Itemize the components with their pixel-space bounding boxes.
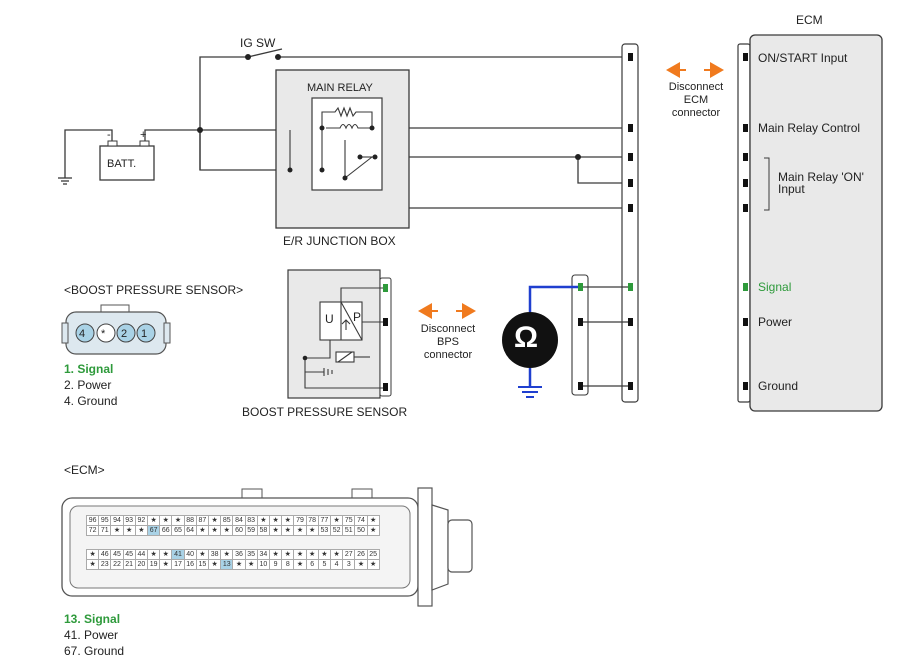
bps-symbol-u: U xyxy=(325,312,334,326)
ecm-pin-cell: ★ xyxy=(293,559,307,570)
junction-box-label: E/R JUNCTION BOX xyxy=(283,234,396,248)
ecm-pin-cell: 23 xyxy=(98,559,112,570)
battery-label: BATT. xyxy=(107,158,137,170)
disconnect-bps-label: Disconnect BPS connector xyxy=(420,323,476,361)
battery-plus-label: + xyxy=(140,129,147,141)
ig-switch-label: IG SW xyxy=(240,36,276,50)
harness-pins xyxy=(628,53,633,390)
bps-pin-signal: 1. Signal xyxy=(64,362,114,376)
ecm-pin-cell: 59 xyxy=(244,525,258,536)
battery-icon xyxy=(99,145,155,181)
bps-pin-4: 4 xyxy=(79,328,86,340)
bps-pin-ground: 4. Ground xyxy=(64,394,118,408)
ecm-pin-cell: 16 xyxy=(183,559,197,570)
disconnect-ecm-label: Disconnect ECM connector xyxy=(668,81,724,119)
ecm-pin-cell: ★ xyxy=(195,525,209,536)
ground-icon xyxy=(518,386,542,398)
ecm-harness-connector xyxy=(621,43,639,403)
ecm-module xyxy=(749,34,883,412)
ecm-pin-cell: ★ xyxy=(281,525,295,536)
bps-harness-connector xyxy=(571,274,589,396)
wire-batt-ground xyxy=(64,129,113,178)
ecm-pin-cell: 10 xyxy=(256,559,270,570)
ecm-pin-cell: ★ xyxy=(159,559,173,570)
ecm-connector-drawing xyxy=(61,487,473,607)
ohm-symbol: Ω xyxy=(514,321,539,354)
ecm-pin-cell: 15 xyxy=(195,559,209,570)
ecm-pin-cell: 53 xyxy=(317,525,331,536)
ecm-pin-power: 41. Power xyxy=(64,628,119,642)
meter-probe-wire xyxy=(528,285,578,312)
ecm-pin-cell: 13 xyxy=(220,559,234,570)
ecm-pin-cell: ★ xyxy=(220,525,234,536)
main-relay-box xyxy=(311,97,383,191)
ecm-connector-heading: <ECM> xyxy=(64,463,105,477)
ecm-ground-label: Ground xyxy=(758,379,799,393)
ecm-power-label: Power xyxy=(758,315,793,329)
ecm-pin-cell: 20 xyxy=(134,559,148,570)
bps-pin-1: 1 xyxy=(141,328,148,340)
ecm-pin-cell: ★ xyxy=(305,525,319,536)
ecm-pin-cell: 17 xyxy=(171,559,185,570)
ecm-pin-cell: ★ xyxy=(110,525,124,536)
ecm-main-relay-on-label: Main Relay 'ON' Input xyxy=(778,170,864,196)
ecm-pin-cell: 50 xyxy=(354,525,368,536)
relay-internals xyxy=(289,106,375,179)
ecm-pin-cell: ★ xyxy=(354,559,368,570)
bps-pin-blank: * xyxy=(101,328,106,340)
wire-ig-feed xyxy=(199,56,248,170)
battery-minus-label: - xyxy=(107,129,111,141)
ecm-pin-cell: 64 xyxy=(183,525,197,536)
ecm-signal-label: Signal xyxy=(758,280,792,294)
ecm-pin-cell: 71 xyxy=(98,525,112,536)
bps-sensor-connector xyxy=(379,277,392,397)
ecm-pin-list: 13. Signal 41. Power 67. Ground xyxy=(64,611,124,659)
ecm-pin-cell: ★ xyxy=(134,525,148,536)
ecm-pin-cell: 22 xyxy=(110,559,124,570)
bps-heading: <BOOST PRESSURE SENSOR> xyxy=(64,283,244,297)
bps-connector-face xyxy=(61,304,171,355)
ig-switch-blade xyxy=(247,48,283,58)
ecm-pin-cell: ★ xyxy=(122,525,136,536)
ecm-pin-cell: ★ xyxy=(232,559,246,570)
ecm-pin-ground: 67. Ground xyxy=(64,644,125,658)
ecm-connector-face xyxy=(737,43,751,403)
ecm-on-start-label: ON/START Input xyxy=(758,51,848,65)
ecm-pin-cell: 5 xyxy=(317,559,331,570)
ecm-pin-cell: 6 xyxy=(305,559,319,570)
ecm-pin-cell: 60 xyxy=(232,525,246,536)
wire-relay-out-3 xyxy=(374,170,628,209)
ecm-pin-cell: 21 xyxy=(122,559,136,570)
bps-internals xyxy=(304,287,383,389)
ohmmeter-icon xyxy=(502,312,558,368)
ecm-pin-cell: 66 xyxy=(159,525,173,536)
bps-pin-list: 1. Signal 2. Power 4. Ground xyxy=(64,361,117,409)
ecm-pin-cell: 58 xyxy=(256,525,270,536)
ecm-pin-cell: ★ xyxy=(366,559,380,570)
ecm-pin-cell: ★ xyxy=(366,525,380,536)
ecm-title: ECM xyxy=(796,13,823,27)
bps-caption: BOOST PRESSURE SENSOR xyxy=(242,405,408,419)
ecm-pin-cell: ★ xyxy=(293,525,307,536)
wire-relay-out-2 xyxy=(577,157,628,184)
bps-pin-2: 2 xyxy=(121,328,128,340)
ecm-pin-cell: 8 xyxy=(281,559,295,570)
wire-batt-plus xyxy=(144,129,290,145)
bps-symbol-p: P xyxy=(353,310,362,324)
ecm-pin-cell: 65 xyxy=(171,525,185,536)
junction-dots xyxy=(197,54,581,160)
ecm-main-relay-control-label: Main Relay Control xyxy=(758,121,861,135)
ecm-pin-cell: ★ xyxy=(244,559,258,570)
ecm-pin-cell: 3 xyxy=(342,559,356,570)
ecm-pin-signal: 13. Signal xyxy=(64,612,121,626)
bps-pin-power: 2. Power xyxy=(64,378,112,392)
main-relay-label: MAIN RELAY xyxy=(307,82,373,94)
ecm-pin-cell: 51 xyxy=(342,525,356,536)
